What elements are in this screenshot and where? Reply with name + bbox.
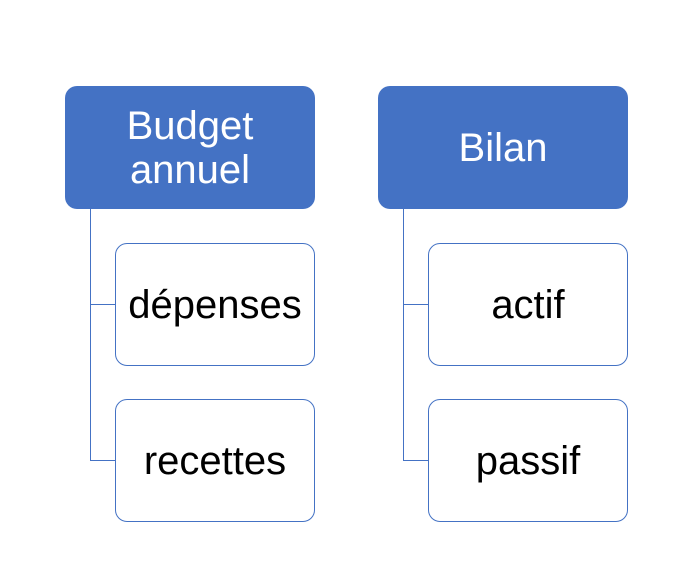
child-label-depenses: dépenses — [128, 282, 302, 327]
connector-bilan — [403, 209, 428, 461]
connector-budget — [90, 209, 115, 461]
child-box-passif: passif — [428, 399, 628, 522]
child-box-actif: actif — [428, 243, 628, 366]
child-box-recettes: recettes — [115, 399, 315, 522]
child-label-actif: actif — [491, 282, 565, 327]
group-header-bilan-label: Bilan — [458, 125, 548, 170]
child-label-recettes: recettes — [143, 438, 287, 483]
group-header-budget: Budget annuel — [65, 86, 315, 209]
child-box-depenses: dépenses — [115, 243, 315, 366]
group-header-bilan: Bilan — [378, 86, 628, 209]
group-header-budget-label: Budget annuel — [126, 103, 254, 192]
child-label-passif: passif — [475, 438, 581, 483]
